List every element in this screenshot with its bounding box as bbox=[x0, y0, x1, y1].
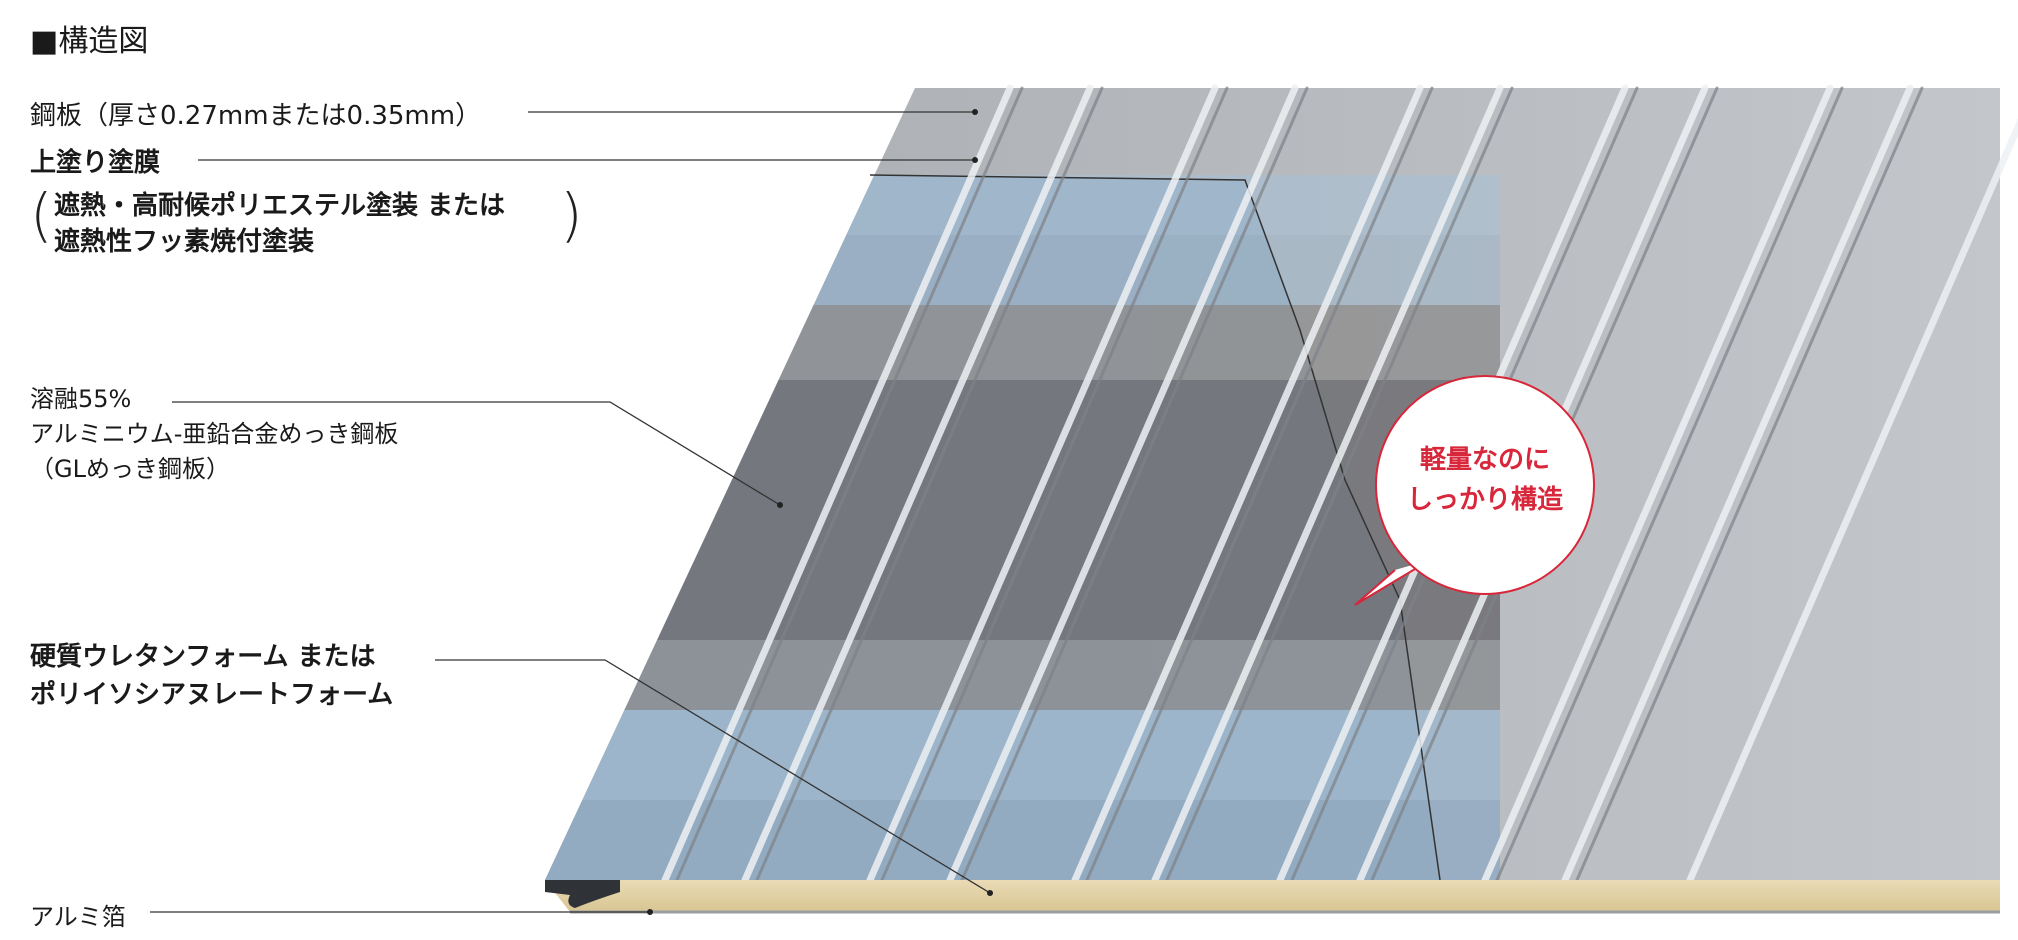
top-coat-detail-line-2: 遮熱性フッ素焼付塗装 bbox=[54, 227, 315, 257]
close-paren: ) bbox=[560, 181, 583, 249]
joint-edge bbox=[545, 880, 620, 908]
label-gl-steel: 溶融55% アルミニウム-亜鉛合金めっき鋼板 （GLめっき鋼板） bbox=[30, 382, 398, 487]
gl-line-2: アルミニウム-亜鉛合金めっき鋼板 bbox=[30, 420, 399, 448]
callout-bubble bbox=[1375, 375, 1595, 595]
ribs bbox=[661, 84, 2018, 884]
callout-text: 軽量なのに しっかり構造 bbox=[1375, 440, 1595, 520]
diagram-heading: ■構造図 bbox=[30, 24, 149, 59]
label-steel-plate: 鋼板（厚さ0.27mmまたは0.35mm） bbox=[30, 95, 481, 132]
open-paren: ( bbox=[30, 181, 53, 249]
leader-lines bbox=[150, 111, 991, 913]
label-steel-plate-text: 鋼板（厚さ0.27mmまたは0.35mm） bbox=[30, 101, 482, 131]
foam-line-1: 硬質ウレタンフォーム または bbox=[30, 642, 376, 672]
callout-tail bbox=[1354, 559, 1431, 606]
callout-line-1: 軽量なのに bbox=[1419, 445, 1550, 475]
label-foil: アルミ箔 bbox=[30, 903, 126, 931]
foam-line-2: ポリイソシアヌレートフォーム bbox=[30, 680, 394, 710]
gl-line-1: 溶融55% bbox=[30, 385, 132, 413]
label-top-coat-detail: 遮熱・高耐候ポリエステル塗装 または 遮熱性フッ素焼付塗装 bbox=[54, 188, 505, 260]
callout-line-2: しっかり構造 bbox=[1406, 485, 1563, 515]
gl-line-3: （GLめっき鋼板） bbox=[30, 455, 230, 483]
cutaway-layer bbox=[545, 175, 1500, 880]
foam-layer bbox=[545, 880, 2000, 912]
top-coat-detail-line-1: 遮熱・高耐候ポリエステル塗装 または bbox=[54, 191, 506, 221]
label-top-coat: 上塗り塗膜 bbox=[30, 148, 161, 178]
leader-dots bbox=[647, 109, 993, 915]
label-foam: 硬質ウレタンフォーム または ポリイソシアヌレートフォーム bbox=[30, 638, 393, 714]
